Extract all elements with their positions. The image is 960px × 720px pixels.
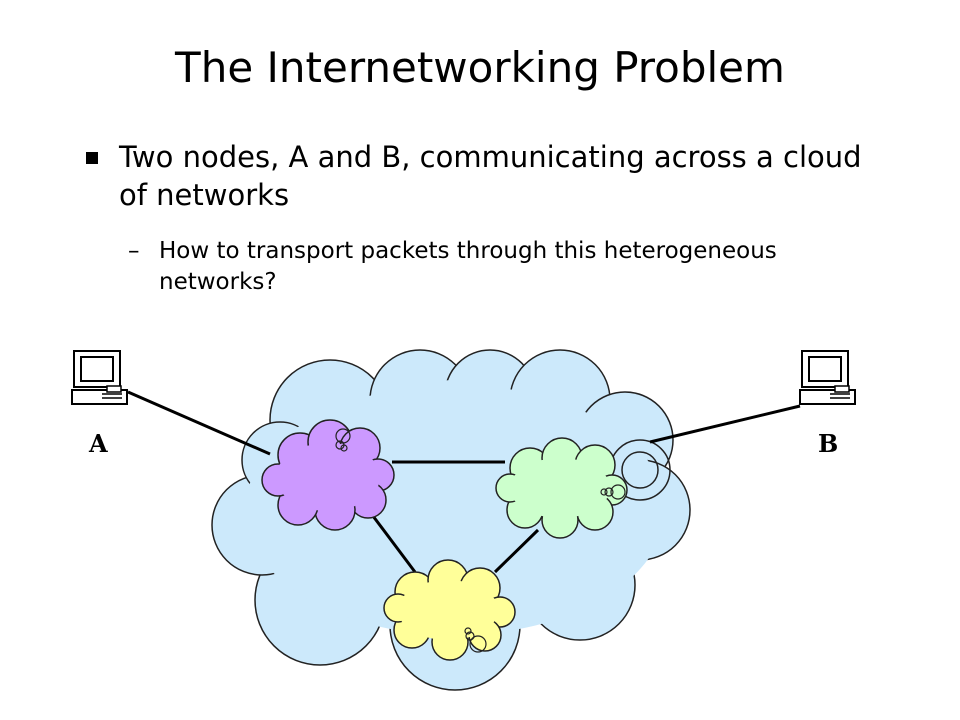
link-green-yellow <box>493 528 540 574</box>
computer-icon <box>799 350 856 405</box>
bullet-text: Two nodes, A and B, communicating across… <box>119 140 862 212</box>
yellow-network-cloud <box>383 559 516 661</box>
square-bullet-icon <box>86 152 98 164</box>
purple-network-cloud <box>261 419 395 531</box>
computer-icon <box>71 350 128 405</box>
link-purple-yellow <box>368 511 417 573</box>
node-a-label: A <box>88 429 108 458</box>
links <box>127 390 801 574</box>
bullet-item: Two nodes, A and B, communicating across… <box>86 138 886 214</box>
slide-title: The Internetworking Problem <box>175 43 785 92</box>
link-a-purple <box>127 390 271 456</box>
dash-bullet-marker: – <box>128 238 140 264</box>
sub-bullet-item: – How to transport packets through this … <box>128 236 828 298</box>
link-b-cloud <box>649 404 801 444</box>
sub-bullet-text: How to transport packets through this he… <box>159 238 777 295</box>
green-network-cloud <box>495 437 628 539</box>
node-b-label: B <box>818 429 838 458</box>
